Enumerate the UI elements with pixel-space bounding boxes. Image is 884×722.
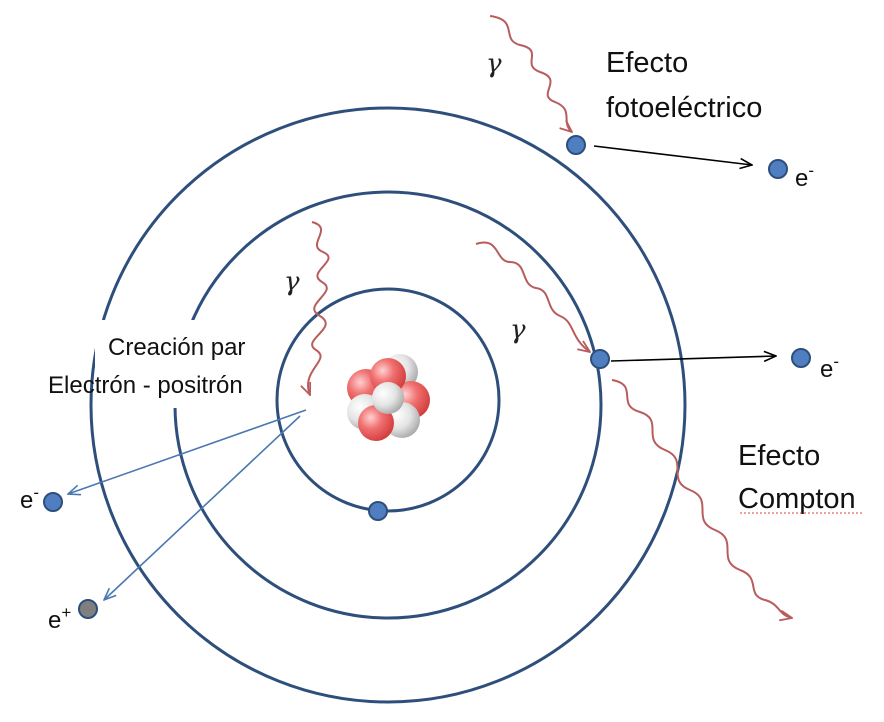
pair-label-line1: Creación par <box>108 334 245 361</box>
pair-positron <box>78 599 98 619</box>
orbital-electron-outer <box>566 135 586 155</box>
label-pair-electron: e- <box>20 483 39 514</box>
label-backdrop <box>95 320 273 408</box>
arrow-compton-electron <box>610 356 776 361</box>
pair-label-line2: Electrón - positrón <box>48 372 243 399</box>
pair-electron <box>43 492 63 512</box>
label-electron-photoelectric: e- <box>795 161 814 192</box>
nucleus <box>347 354 430 441</box>
photon-wave-photoelectric <box>489 15 572 132</box>
orbital-electron-inner <box>368 501 388 521</box>
ejected-electron-compton <box>791 348 811 368</box>
photon-wave-compton-scattered <box>611 379 792 618</box>
ejected-electron-photoelectric <box>768 159 788 179</box>
compton-label-line2: Compton <box>738 483 856 515</box>
label-pair-positron: e+ <box>48 603 71 634</box>
gamma-symbol-photoelectric: γ <box>486 49 502 79</box>
arrow-pair-positron <box>104 415 301 600</box>
photon-wave-compton-incoming <box>475 241 590 352</box>
gamma-symbol-compton: γ <box>510 315 526 345</box>
gamma-symbol-pair: γ <box>284 267 300 297</box>
photoelectric-label-line1: Efecto <box>606 47 688 79</box>
photon-wave-pair <box>308 221 330 395</box>
label-electron-compton: e- <box>820 352 839 383</box>
arrow-photoelectron <box>593 145 752 165</box>
compton-label-line1: Efecto <box>738 440 820 472</box>
arrow-pair-electron <box>68 409 307 494</box>
outer-orbit <box>89 106 687 704</box>
orbital-electron-middle <box>590 349 610 369</box>
photoelectric-label-line2: fotoeléctrico <box>606 92 762 124</box>
